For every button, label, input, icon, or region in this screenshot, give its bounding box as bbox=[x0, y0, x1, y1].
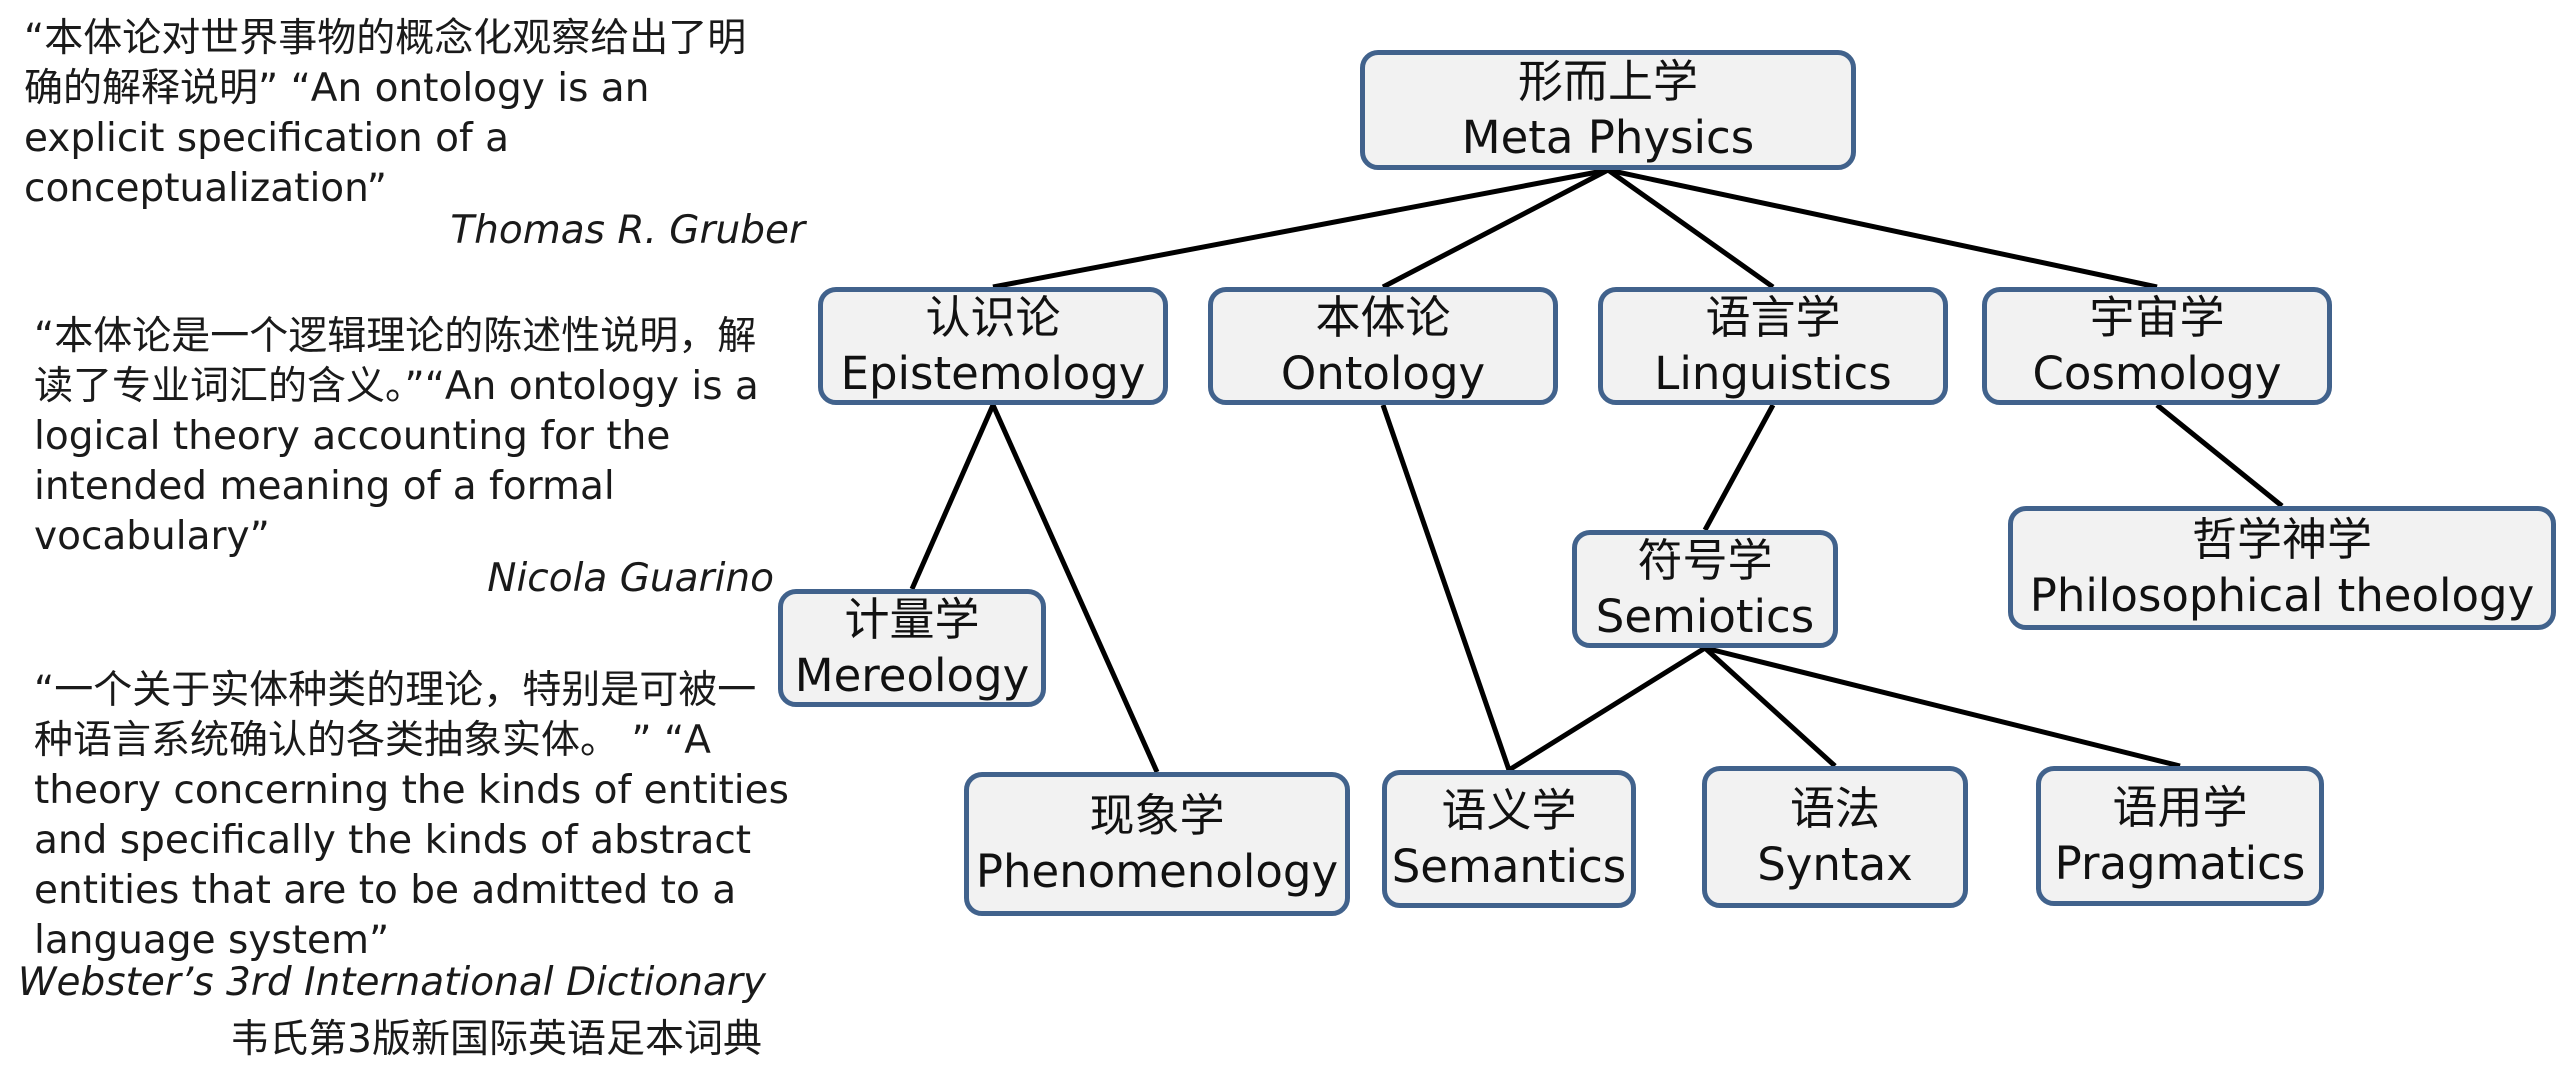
node-cosmology-en: Cosmology bbox=[2032, 347, 2282, 400]
node-mereology-cn: 计量学 bbox=[844, 593, 980, 646]
node-pragmatics: 语用学 Pragmatics bbox=[2036, 766, 2324, 906]
edge-semiotics-pragmatics bbox=[1704, 645, 2181, 769]
node-metaphysics-cn: 形而上学 bbox=[1517, 55, 1698, 108]
node-metaphysics: 形而上学 Meta Physics bbox=[1360, 50, 1856, 170]
author-webster-cn: 韦氏第3版新国际英语足本词典 bbox=[230, 1017, 762, 1062]
author-guarino: Nicola Guarino bbox=[487, 556, 774, 601]
node-phenomenology-cn: 现象学 bbox=[1089, 789, 1225, 842]
edge-ontology-semantics bbox=[1380, 404, 1512, 771]
node-linguistics: 语言学 Linguistics bbox=[1598, 287, 1948, 405]
node-pragmatics-en: Pragmatics bbox=[2054, 837, 2306, 890]
author-webster: Webster’s 3rd International Dictionary bbox=[17, 960, 766, 1005]
quote-guarino-text: “本体论是一个逻辑理论的陈述性说明，解读了专业词汇的含义。”“An ontolo… bbox=[34, 314, 759, 559]
edge-metaphysics-ontology bbox=[1381, 167, 1610, 290]
quote-guarino: “本体论是一个逻辑理论的陈述性说明，解读了专业词汇的含义。”“An ontolo… bbox=[34, 312, 774, 562]
node-theology: 哲学神学 Philosophical theology bbox=[2008, 506, 2556, 630]
node-ontology-en: Ontology bbox=[1280, 347, 1486, 400]
node-phenomenology: 现象学 Phenomenology bbox=[964, 772, 1350, 916]
node-semiotics-en: Semiotics bbox=[1595, 590, 1815, 643]
quote-gruber: “本体论对世界事物的概念化观察给出了明确的解释说明” “An ontology … bbox=[24, 14, 784, 214]
edge-metaphysics-epistemology bbox=[992, 167, 1609, 290]
edge-linguistics-semiotics bbox=[1702, 403, 1776, 532]
node-syntax-cn: 语法 bbox=[1789, 782, 1880, 835]
edge-semiotics-syntax bbox=[1703, 646, 1837, 768]
quote-gruber-text: “本体论对世界事物的概念化观察给出了明确的解释说明” “An ontology … bbox=[24, 16, 747, 211]
edge-semiotics-semantics bbox=[1507, 645, 1707, 773]
node-ontology-cn: 本体论 bbox=[1315, 291, 1451, 344]
author-gruber: Thomas R. Gruber bbox=[450, 208, 805, 253]
node-cosmology-cn: 宇宙学 bbox=[2089, 291, 2225, 344]
node-semantics-en: Semantics bbox=[1391, 840, 1627, 893]
node-linguistics-cn: 语言学 bbox=[1705, 291, 1841, 344]
node-ontology: 本体论 Ontology bbox=[1208, 287, 1558, 405]
edge-epistemology-phenomenology bbox=[990, 403, 1160, 774]
node-epistemology: 认识论 Epistemology bbox=[818, 287, 1168, 405]
node-epistemology-en: Epistemology bbox=[840, 347, 1146, 400]
edge-metaphysics-cosmology bbox=[1607, 167, 2158, 290]
edge-cosmology-theology bbox=[2155, 403, 2284, 508]
node-pragmatics-cn: 语用学 bbox=[2112, 781, 2248, 834]
node-mereology: 计量学 Mereology bbox=[778, 589, 1046, 707]
quote-webster: “一个关于实体种类的理论，特别是可被一种语言系统确认的各类抽象实体。 ” “A … bbox=[34, 666, 794, 966]
node-semiotics: 符号学 Semiotics bbox=[1572, 530, 1838, 648]
node-theology-cn: 哲学神学 bbox=[2191, 513, 2372, 566]
node-semantics: 语义学 Semantics bbox=[1382, 770, 1636, 908]
node-epistemology-cn: 认识论 bbox=[925, 291, 1061, 344]
node-theology-en: Philosophical theology bbox=[2029, 569, 2535, 622]
node-syntax-en: Syntax bbox=[1757, 838, 1913, 891]
node-semiotics-cn: 符号学 bbox=[1637, 534, 1773, 587]
node-mereology-en: Mereology bbox=[794, 649, 1030, 702]
node-metaphysics-en: Meta Physics bbox=[1461, 111, 1755, 164]
edge-epistemology-mereology bbox=[909, 403, 996, 591]
node-phenomenology-en: Phenomenology bbox=[975, 845, 1339, 898]
quote-webster-text: “一个关于实体种类的理论，特别是可被一种语言系统确认的各类抽象实体。 ” “A … bbox=[34, 668, 789, 963]
node-syntax: 语法 Syntax bbox=[1702, 766, 1968, 908]
node-cosmology: 宇宙学 Cosmology bbox=[1982, 287, 2332, 405]
node-semantics-cn: 语义学 bbox=[1441, 784, 1577, 837]
node-linguistics-en: Linguistics bbox=[1654, 347, 1892, 400]
edge-metaphysics-linguistics bbox=[1606, 167, 1775, 290]
